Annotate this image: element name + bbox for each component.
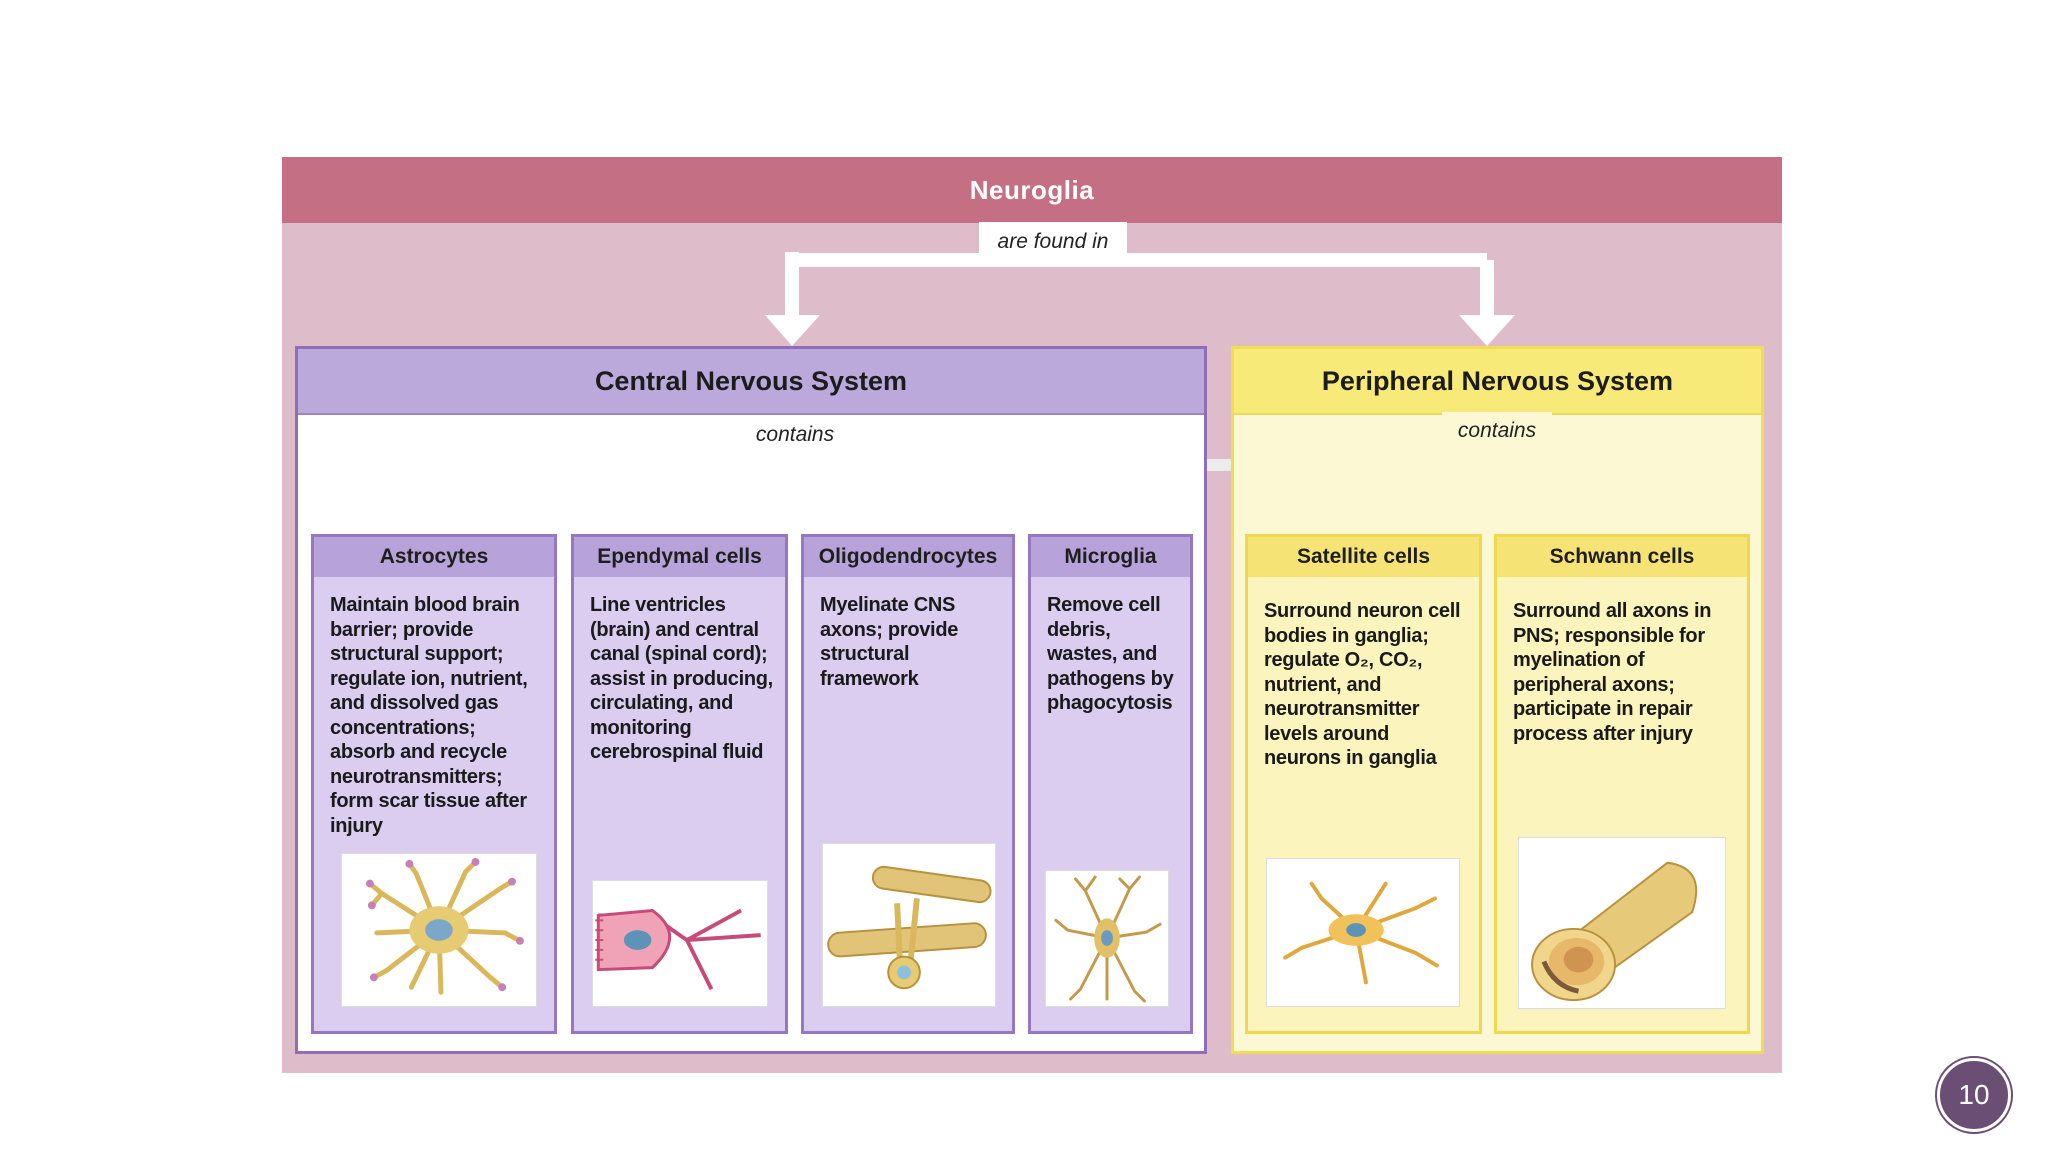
ependymal-cells-card: Ependymal cells Line ventricles (brain) … <box>571 534 788 1034</box>
cell-title: Oligodendrocytes <box>804 537 1012 577</box>
neuroglia-diagram: Neuroglia <box>282 157 1782 1073</box>
satellite-cells-card: Satellite cells Surround neuron cell bod… <box>1245 534 1482 1034</box>
cell-title: Microglia <box>1031 537 1190 577</box>
cell-title: Astrocytes <box>314 537 554 577</box>
found-in-label: are found in <box>979 222 1127 262</box>
cell-title: Schwann cells <box>1497 537 1747 577</box>
pns-contains-label: contains <box>1442 412 1552 450</box>
oligodendrocyte-icon <box>822 843 996 1007</box>
cns-contains-label: contains <box>738 416 852 454</box>
ependymal-cell-icon <box>592 880 768 1007</box>
cell-description: Surround neuron cell bodies in ganglia; … <box>1264 600 1461 769</box>
schwann-cells-card: Schwann cells Surround all axons in PNS;… <box>1494 534 1750 1034</box>
pns-title: Peripheral Nervous System <box>1234 349 1761 415</box>
cell-description: Maintain blood brain barrier; provide st… <box>330 594 528 837</box>
cell-description: Remove cell debris, wastes, and pathogen… <box>1047 594 1174 714</box>
oligodendrocytes-card: Oligodendrocytes Myelinate CNS axons; pr… <box>801 534 1015 1034</box>
cell-title: Ependymal cells <box>574 537 785 577</box>
cell-description: Surround all axons in PNS; responsible f… <box>1513 600 1712 745</box>
cell-description: Myelinate CNS axons; provide structural … <box>820 594 959 690</box>
cell-description: Line ventricles (brain) and central cana… <box>590 594 773 763</box>
page-number-badge: 10 <box>1937 1058 2011 1132</box>
schwann-cell-icon <box>1518 837 1726 1009</box>
astrocytes-card: Astrocytes Maintain blood brain barrier;… <box>311 534 557 1034</box>
astrocyte-icon <box>341 853 537 1007</box>
cell-title: Satellite cells <box>1248 537 1479 577</box>
satellite-cell-icon <box>1266 858 1460 1007</box>
microglia-icon <box>1045 870 1169 1007</box>
microglia-card: Microglia Remove cell debris, wastes, an… <box>1028 534 1193 1034</box>
cns-title: Central Nervous System <box>298 349 1204 415</box>
diagram-title: Neuroglia <box>282 157 1782 223</box>
